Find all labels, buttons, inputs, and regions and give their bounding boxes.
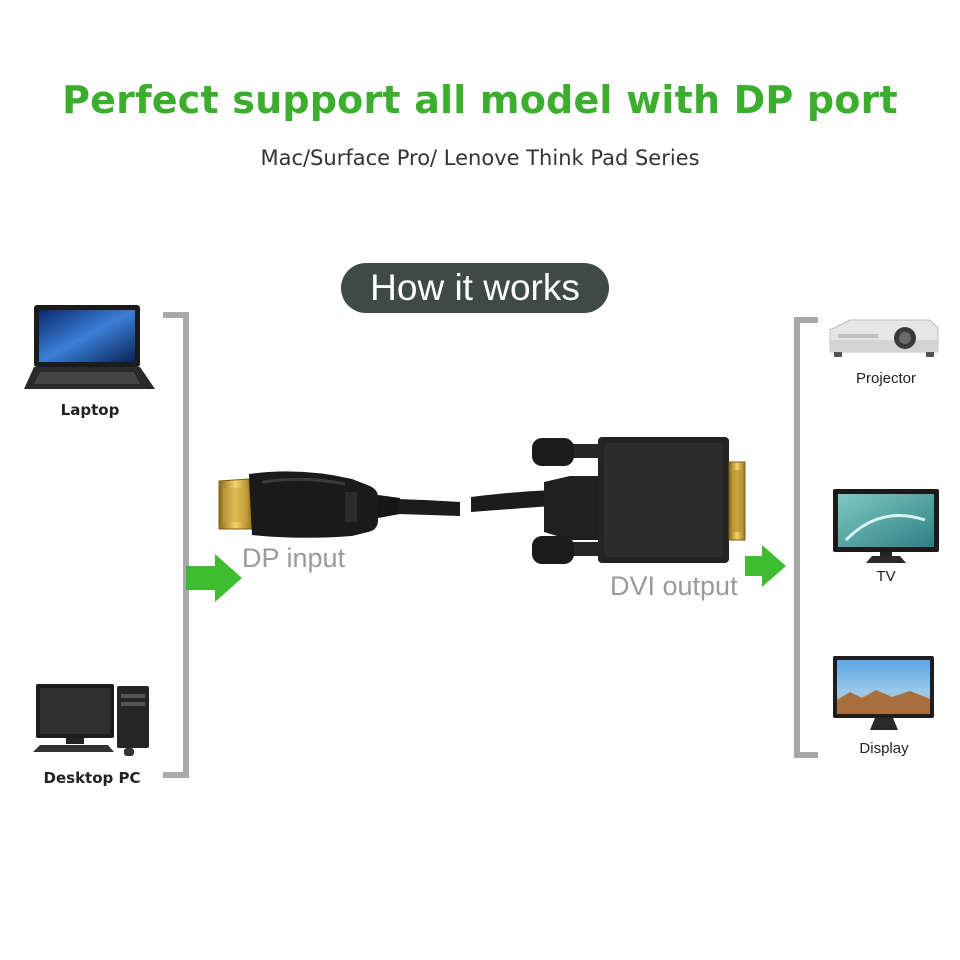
page-title: Perfect support all model with DP port	[62, 78, 898, 122]
input-arrow	[186, 554, 242, 602]
cable	[398, 490, 552, 516]
dp-input-label: DP input	[242, 543, 346, 573]
how-it-works-badge: How it works	[341, 263, 609, 313]
right-bracket	[794, 317, 818, 758]
desktop-pc-icon	[33, 684, 149, 756]
output-label-tv: TV	[876, 568, 896, 585]
laptop-icon	[24, 305, 155, 389]
output-arrow	[745, 545, 786, 587]
projector-icon	[829, 319, 939, 357]
dp-connector	[218, 478, 253, 530]
page-subtitle: Mac/Surface Pro/ Lenove Think Pad Series	[260, 146, 700, 170]
output-label-display: Display	[859, 740, 909, 757]
output-label-projector: Projector	[855, 370, 917, 387]
dvi-connector	[532, 437, 746, 564]
dvi-output-label: DVI output	[610, 571, 738, 601]
tv-icon	[833, 489, 939, 563]
left-bracket	[163, 312, 189, 778]
input-label-laptop: Laptop	[60, 401, 120, 419]
input-label-desktop-pc: Desktop PC	[43, 769, 141, 787]
display-icon	[833, 656, 934, 730]
dp-plug-body	[249, 471, 400, 538]
